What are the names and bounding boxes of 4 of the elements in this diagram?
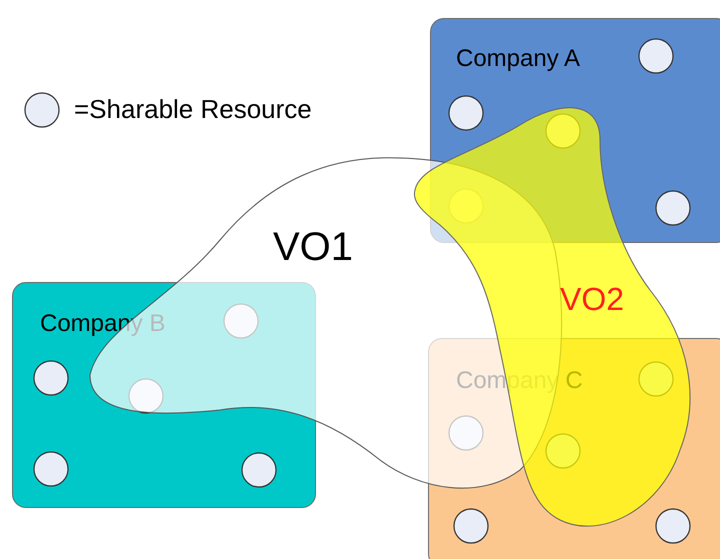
region-name: VO1 [273, 227, 354, 267]
region-name: VO2 [560, 283, 624, 315]
company-name: Company A [456, 47, 580, 71]
legend-label: =Sharable Resource [74, 96, 312, 122]
